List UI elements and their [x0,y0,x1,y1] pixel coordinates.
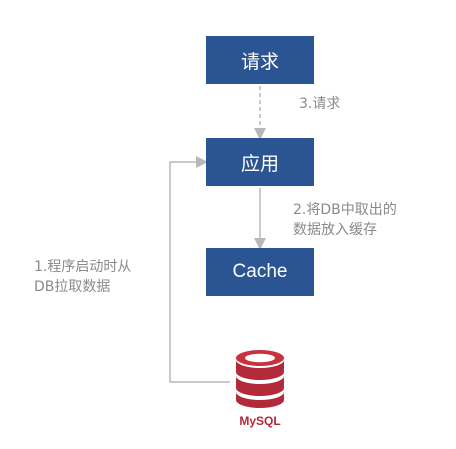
step1-text-line1: 1.程序启动时从 [34,259,132,275]
step3-text: 3.请求 [299,96,341,112]
step3-label: 3.请求 [299,94,340,114]
step1-label: 1.程序启动时从 DB拉取数据 [34,257,131,297]
request-node: 请求 [206,36,314,84]
database-icon [236,350,284,408]
request-node-label: 请求 [240,50,279,73]
mysql-label: MySQL [239,414,281,428]
app-node: 应用 [206,138,314,186]
step1-text-line2: DB拉取数据 [34,279,111,295]
step2-text-line2: 数据放入缓存 [293,222,377,238]
db-to-app-arrow [169,156,230,383]
cache-node: Cache [206,248,314,296]
cache-node-label: Cache [232,261,288,282]
step2-label: 2.将DB中取出的 数据放入缓存 [293,200,397,240]
step2-text-line1: 2.将DB中取出的 [293,202,397,218]
app-node-label: 应用 [240,152,279,175]
